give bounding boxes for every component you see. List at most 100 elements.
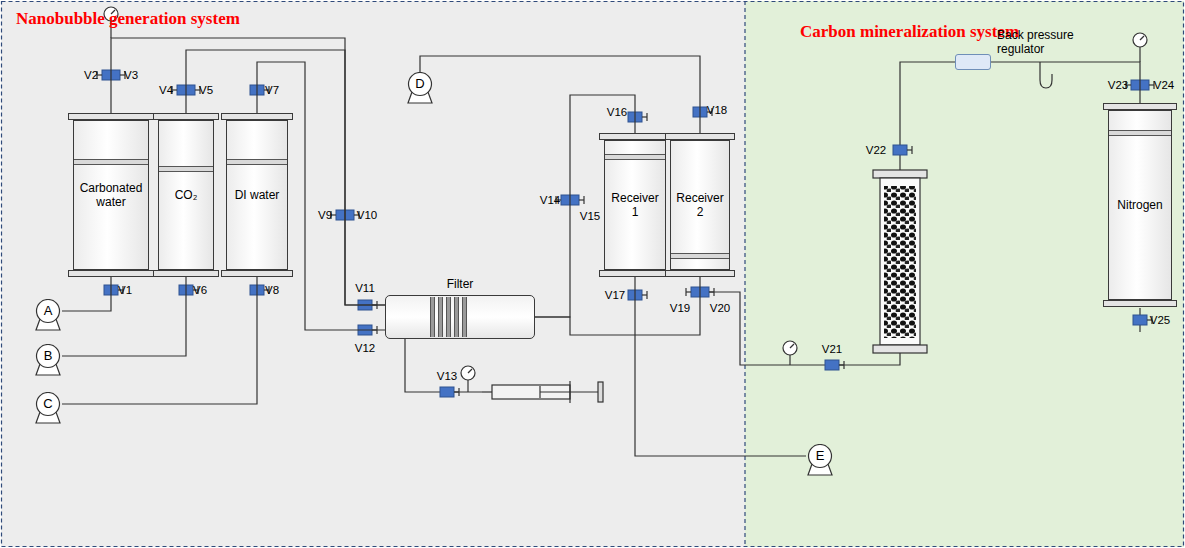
node-label: DI water (235, 188, 280, 202)
node-label: E (806, 448, 834, 463)
valve-label: V16 (607, 106, 627, 119)
node-label: Receiver 2 (674, 191, 726, 219)
piston (159, 166, 213, 172)
valve-label: V12 (355, 342, 375, 355)
valve-label: V15 (580, 210, 600, 223)
column-body (880, 178, 920, 345)
gauge-needle (790, 344, 794, 348)
valve-label: V23 (1108, 79, 1128, 92)
node-label: CO₂ (175, 188, 198, 202)
pipes (111, 21, 1140, 392)
pipe (708, 292, 900, 365)
syringe-handle (598, 382, 603, 402)
syringe-pump (482, 381, 603, 403)
filter-disk (438, 297, 443, 337)
gauge-needle (468, 369, 472, 373)
valve-label: V4 (159, 84, 173, 97)
valve-handle (642, 116, 647, 117)
pressure-vessel: Receiver 2 (670, 140, 730, 270)
valve-label: V11 (355, 282, 375, 295)
region-title: Carbon mineralization system (800, 22, 1019, 42)
valve-symbol (825, 360, 844, 370)
valve-handle (454, 391, 459, 392)
filter-housing: Filter (385, 295, 535, 339)
valve-symbol (1133, 315, 1152, 325)
pipe-connector (62, 270, 257, 404)
pressure-vessel: DI water (226, 120, 288, 270)
valve-label: V21 (822, 343, 842, 356)
node-label: C (34, 396, 62, 411)
pipe-connector (62, 270, 186, 356)
column-cap (873, 170, 927, 178)
valve-handle (642, 294, 647, 295)
pump-symbol: A (34, 299, 62, 331)
pipe-connector (186, 50, 385, 305)
valve-handle (907, 149, 912, 150)
valve-symbol (893, 145, 912, 155)
pressure-gauge (461, 366, 475, 380)
valve-label: V19 (670, 302, 690, 315)
pressure-gauge (1133, 33, 1147, 47)
valve-label: V9 (318, 209, 332, 222)
node-label: B (34, 348, 62, 363)
valve-handle (646, 291, 647, 299)
filter-disk (430, 297, 435, 337)
valve-body (440, 387, 454, 397)
piston (74, 159, 148, 165)
valve-label: V13 (437, 370, 457, 383)
valve-handle (713, 288, 714, 296)
syringe-flange (569, 381, 570, 403)
pressure-gauges (104, 7, 1147, 380)
valve-body (825, 360, 839, 370)
valve-symbol (440, 387, 459, 397)
pressure-gauge (783, 341, 797, 355)
gauge-stem (1139, 47, 1140, 62)
piston (671, 253, 729, 259)
pump-symbol: B (34, 344, 62, 376)
valve-handle (911, 146, 912, 154)
node-label: Receiver 1 (609, 191, 661, 219)
node-label: Filter (386, 277, 534, 291)
valve-label: V24 (1154, 79, 1174, 92)
region-divider (744, 1, 745, 547)
left-region (1, 1, 745, 547)
pipe (900, 62, 955, 170)
gauge-stem (467, 380, 468, 392)
pipe-connector (111, 38, 385, 305)
piston (605, 154, 665, 160)
node-label: Carbonated water (74, 181, 148, 209)
valve-handle (839, 364, 844, 365)
valve-symbol (628, 112, 647, 122)
piston (227, 159, 287, 165)
valve-label: V3 (124, 69, 138, 82)
valve-label: V6 (193, 284, 207, 297)
region-band: Nanobubble generation systemCarbonated w… (1, 1, 745, 547)
column-cap (873, 345, 927, 353)
valve-handle (843, 361, 844, 369)
valve-label: V25 (1150, 314, 1170, 327)
node-label: Nitrogen (1117, 198, 1162, 212)
piston (1109, 130, 1171, 136)
pipe (405, 339, 482, 392)
valve-body (893, 145, 907, 155)
valve-label: V14 (540, 194, 560, 207)
valve-label: V2 (84, 69, 98, 82)
valve-label: V10 (357, 209, 377, 222)
pressure-vessel: CO₂ (158, 120, 214, 270)
valve-handle (579, 199, 584, 200)
valve-label: V8 (265, 284, 279, 297)
pump-symbol: C (34, 392, 62, 424)
valve-symbol (628, 290, 647, 300)
valve-label: V7 (265, 84, 279, 97)
valve-body (1133, 315, 1147, 325)
rock-particles (884, 186, 916, 338)
pump-symbol: D (406, 72, 434, 104)
valve-label: V20 (710, 302, 730, 315)
pipe-connector (420, 56, 700, 140)
regulator-body (955, 54, 991, 70)
valve-handle (646, 113, 647, 121)
pipe-connector (535, 270, 700, 335)
pump-symbol: E (806, 444, 834, 476)
